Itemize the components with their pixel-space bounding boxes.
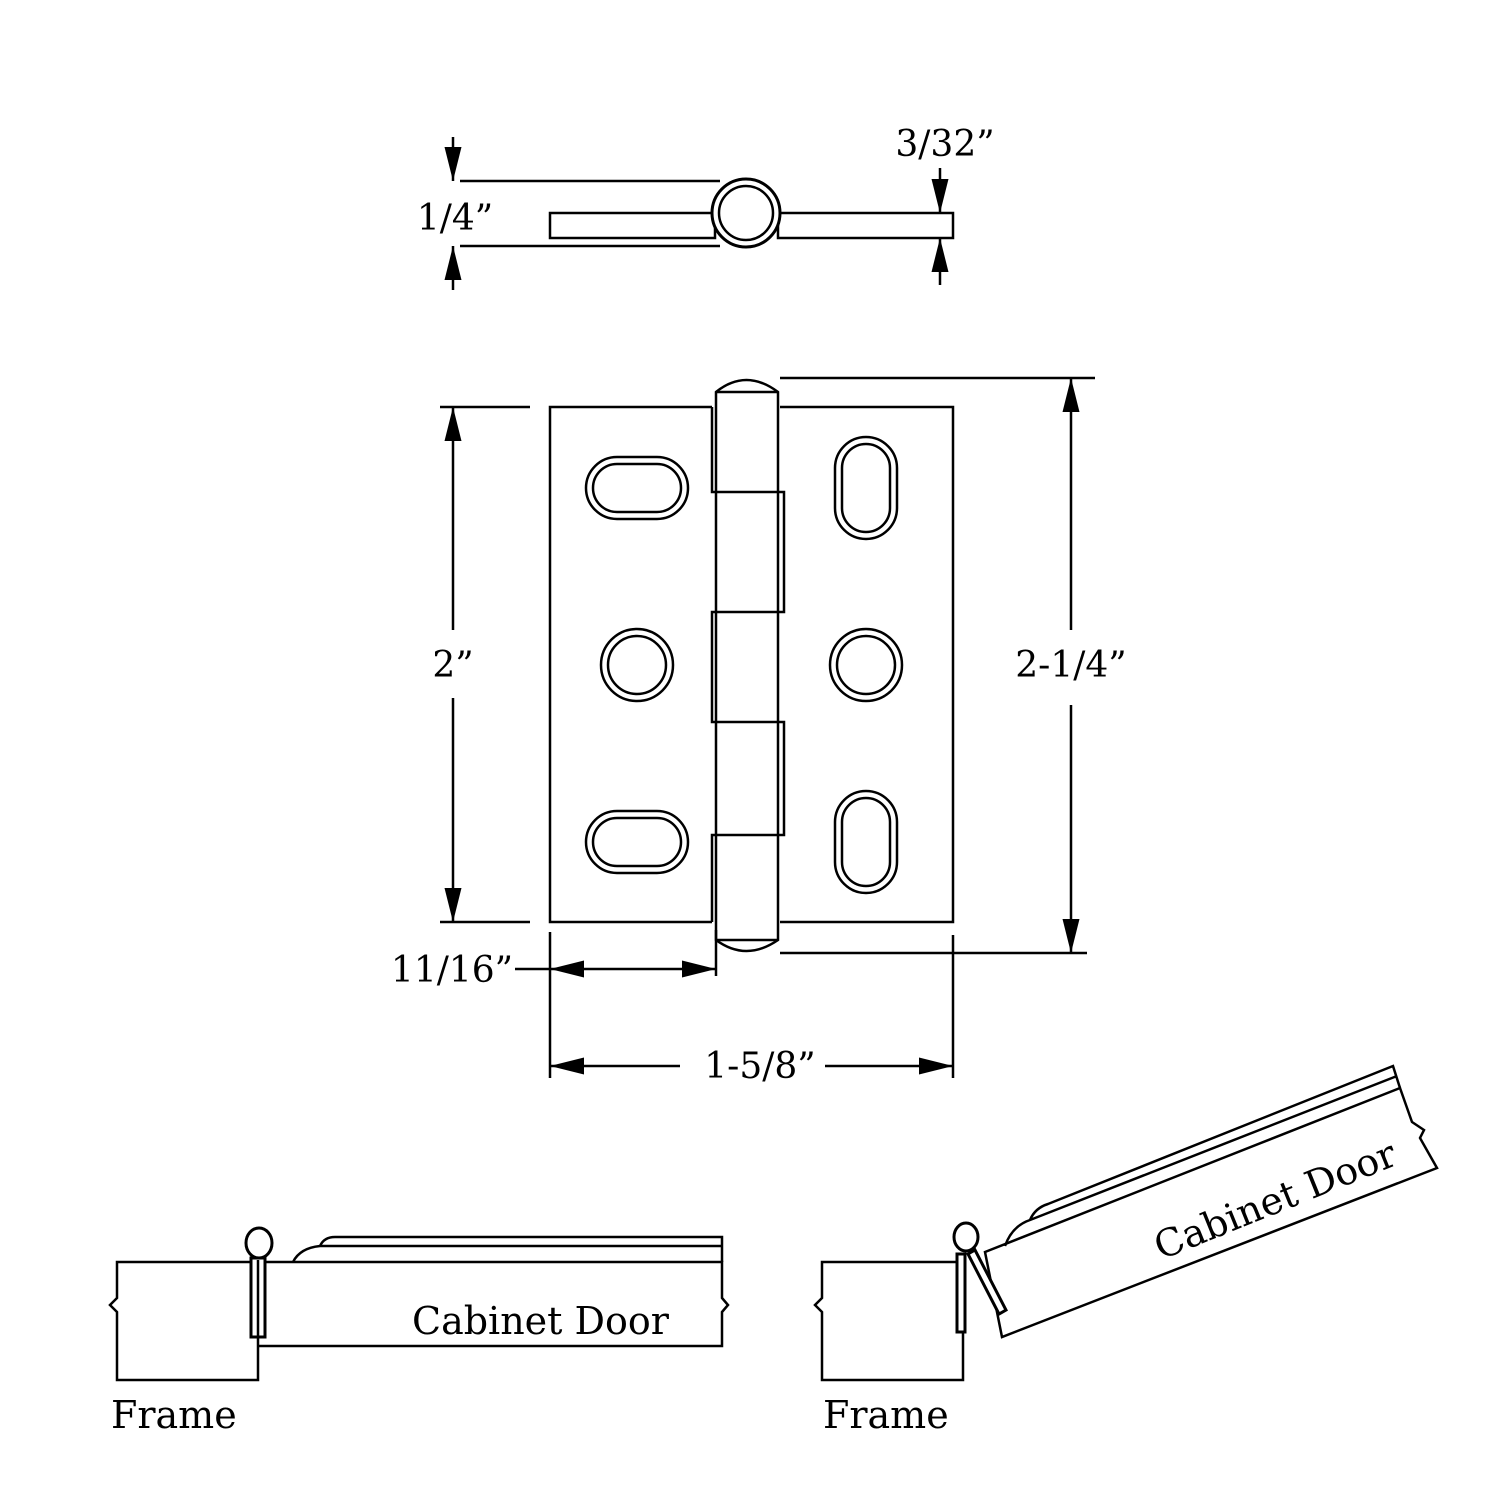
hinge-leaf-left	[548, 405, 712, 924]
hinge-leaf-left	[548, 211, 717, 240]
hinge-knuckle	[244, 1226, 274, 1260]
hinge-leaf-swinging	[966, 1247, 1008, 1317]
screw-hole	[599, 627, 675, 703]
open-install-view: Cabinet Door Frame	[813, 1064, 1439, 1437]
cabinet-door	[983, 1086, 1439, 1339]
hinge-leaf-right	[780, 405, 955, 924]
screw-slot-inner	[840, 442, 892, 534]
height-label: 2”	[432, 645, 473, 686]
hinge-pin	[717, 184, 775, 242]
leaf-width-label: 11/16”	[391, 950, 513, 991]
front-view: 2” 2-1/4” 11/16” 1-5/8”	[391, 376, 1127, 1087]
hinge-leaf-fixed	[955, 1252, 967, 1334]
hinge-leaf-right	[776, 211, 955, 240]
screw-slot-inner	[840, 796, 892, 888]
overall-height-label: 2-1/4”	[1015, 645, 1126, 686]
door-label: Cabinet Door	[412, 1299, 670, 1343]
knuckle-segments	[710, 407, 786, 922]
screw-slot	[833, 789, 899, 895]
hinge-barrel	[714, 378, 780, 953]
thickness-label: 1/4”	[417, 198, 493, 239]
frame	[108, 1260, 260, 1382]
screw-slot	[584, 455, 690, 521]
screw-hole-inner	[606, 634, 668, 696]
screw-slot-inner	[591, 816, 683, 868]
frame	[813, 1260, 965, 1382]
screw-slot	[833, 435, 899, 541]
closed-install-view: Cabinet Door Frame	[108, 1226, 730, 1437]
door-label: Cabinet Door	[1148, 1131, 1403, 1268]
frame-label: Frame	[823, 1393, 949, 1437]
door-moulding	[291, 1235, 724, 1263]
frame-label: Frame	[111, 1393, 237, 1437]
hinge-knuckle	[710, 177, 782, 249]
screw-slot	[584, 809, 690, 875]
overall-width-label: 1-5/8”	[704, 1046, 815, 1087]
screw-hole	[828, 627, 904, 703]
leaf-thickness-label: 3/32”	[895, 124, 994, 165]
hinge-knuckle	[952, 1221, 980, 1253]
door-moulding	[1003, 1064, 1402, 1247]
screw-slot-inner	[591, 462, 683, 514]
top-view: 1/4” 3/32”	[417, 124, 995, 290]
screw-hole-inner	[835, 634, 897, 696]
